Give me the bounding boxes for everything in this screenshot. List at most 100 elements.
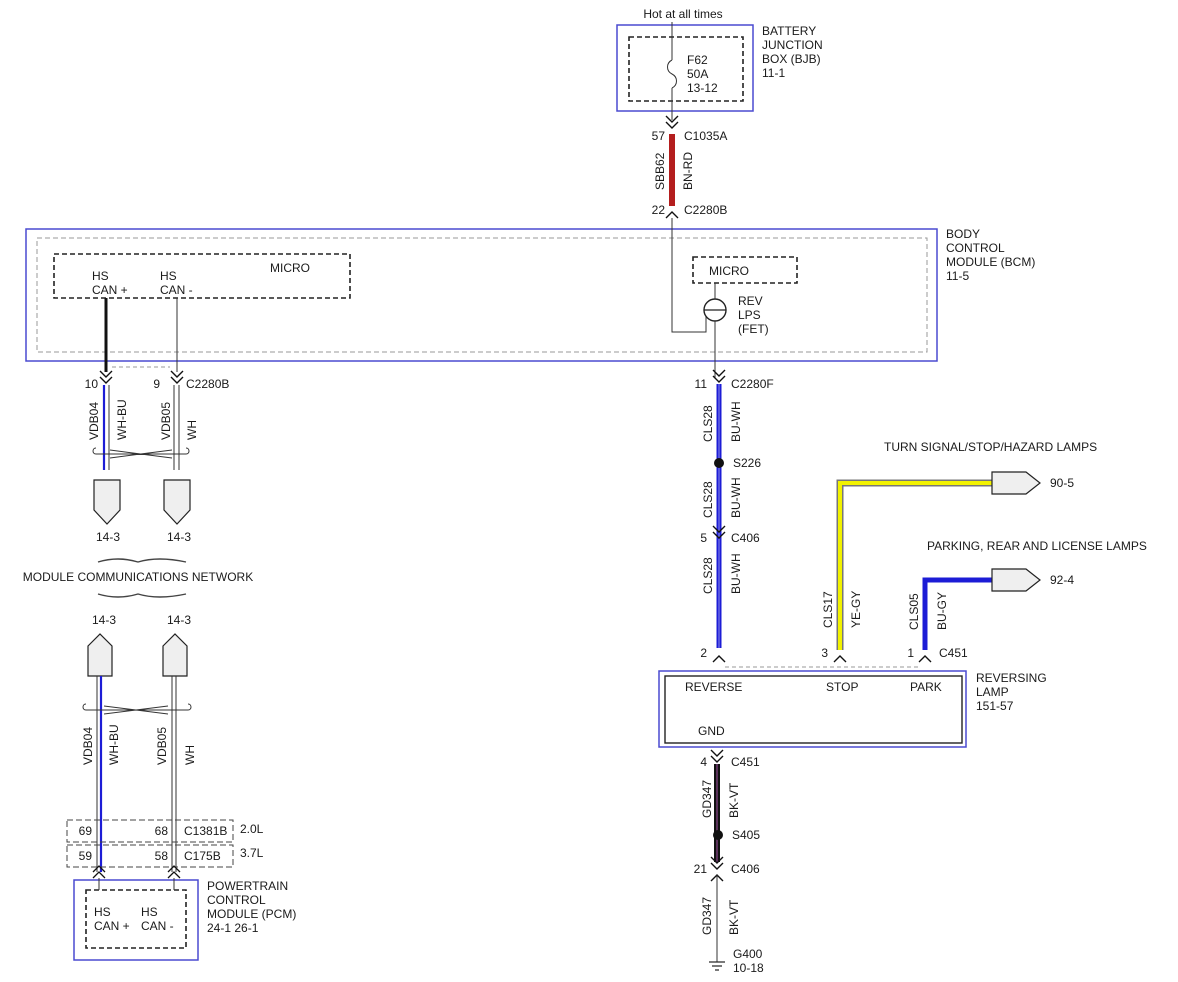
pin-69: 69: [79, 824, 93, 838]
lamp-park-label: PARK: [910, 680, 942, 694]
park-color: BU-GY: [935, 592, 949, 630]
conn-c1035a: C1035A: [684, 129, 727, 143]
page-ref-arrow-right-icon: [163, 479, 191, 525]
fuse-icon: [667, 59, 677, 89]
battery-junction-box: Hot at all times F62 50A 13-12 BATTERY J…: [616, 7, 823, 120]
rev-circuit-1: CLS28: [701, 405, 715, 442]
rev-circuit-3: CLS28: [701, 557, 715, 594]
bcm-name-1: BODY: [946, 227, 980, 241]
reversing-lamp: REVERSE STOP PARK GND REVERSING LAMP 151…: [658, 666, 1047, 748]
connector-pin-9-icon: [170, 370, 184, 384]
can-bottom-plus-color: WH-BU: [107, 724, 121, 765]
lamp-pin-2-icon: [712, 655, 726, 663]
can-top-minus-circuit: VDB05: [159, 402, 173, 440]
connector-c1381b-box: [66, 819, 234, 843]
pin-59: 59: [79, 849, 93, 863]
turn-circuit: CLS17: [821, 591, 835, 628]
parking-label: PARKING, REAR AND LICENSE LAMPS: [927, 539, 1147, 553]
rev-color-3: BU-WH: [729, 553, 743, 594]
pin-58: 58: [155, 849, 169, 863]
lamp-pin-1-icon: [918, 655, 932, 663]
can-top-ref-left: 14-3: [96, 530, 120, 544]
turn-signal-label: TURN SIGNAL/STOP/HAZARD LAMPS: [884, 440, 1097, 454]
lamp-name-1: REVERSING: [976, 671, 1047, 685]
can-top-ref-right: 14-3: [167, 530, 191, 544]
parking-ref: 92-4: [1050, 573, 1074, 587]
page-ref-arrow-left-icon: [93, 479, 121, 525]
lamp-reverse-label: REVERSE: [685, 680, 742, 694]
bcm-name-2: CONTROL: [946, 241, 1005, 255]
turn-signal-ref: 90-5: [1050, 476, 1074, 490]
connector-pin-10-icon: [99, 370, 113, 384]
brace-bottom-icon: [97, 593, 187, 598]
parking-wire: PARKING, REAR AND LICENSE LAMPS 92-4 CLS…: [907, 539, 1147, 663]
splice-s226-icon: [714, 458, 724, 468]
bcm-hs-plus-2: CAN +: [92, 283, 128, 297]
page-ref-up-left-icon: [87, 633, 113, 677]
circuit-sbb62: SBB62: [653, 152, 667, 190]
pcm-pin-plus-icon: [92, 865, 106, 879]
can-top-plus-circuit: VDB04: [87, 402, 101, 440]
connector-c451-gnd-icon: [710, 749, 724, 763]
conn-c1381b: C1381B: [184, 824, 227, 838]
fuse-rating: 50A: [687, 67, 708, 81]
gnd-circuit-1: GD347: [700, 780, 714, 818]
page-ref-90-5-icon: [991, 471, 1041, 495]
reverse-wire: 11 C2280F CLS28 BU-WH S226 CLS28 BU-WH 5…: [695, 369, 774, 663]
pcm-hs-minus-1: HS: [141, 905, 158, 919]
turn-color: YE-GY: [849, 591, 863, 628]
bcm-hs-minus-1: HS: [160, 269, 177, 283]
lamp-name-3: 151-57: [976, 699, 1014, 713]
gnd-circuit-2: GD347: [700, 897, 714, 935]
ground-id: G400: [733, 947, 763, 961]
pin-5: 5: [700, 531, 707, 545]
pin-1: 1: [907, 646, 914, 660]
engine-2-0l: 2.0L: [240, 822, 264, 836]
bcm-micro-left: MICRO: [270, 261, 310, 275]
can-bottom-ref-right: 14-3: [167, 613, 191, 627]
bcm-name-4: 11-5: [946, 269, 969, 283]
pin-10: 10: [85, 377, 99, 391]
pin-2: 2: [700, 646, 707, 660]
bcm-name-3: MODULE (BCM): [946, 255, 1035, 269]
pin-21: 21: [694, 862, 708, 876]
turn-signal-wire: TURN SIGNAL/STOP/HAZARD LAMPS 90-5 CLS17…: [821, 440, 1097, 663]
pin-3: 3: [821, 646, 828, 660]
pin-57: 57: [652, 129, 666, 143]
splice-s405: S405: [732, 828, 760, 842]
bcm-hs-minus-2: CAN -: [160, 283, 193, 297]
rev-circuit-2: CLS28: [701, 481, 715, 518]
can-top-plus-color: WH-BU: [115, 399, 129, 440]
color-bn-rd: BN-RD: [681, 152, 695, 190]
pin-68: 68: [155, 824, 169, 838]
fet-label-2: LPS: [738, 308, 761, 322]
lamp-pin-3-icon: [833, 655, 847, 663]
lamp-name-2: LAMP: [976, 685, 1009, 699]
fuse-id: F62: [687, 53, 708, 67]
pin-22: 22: [652, 203, 666, 217]
pin-11: 11: [695, 377, 708, 391]
body-control-module: BODY CONTROL MODULE (BCM) 11-5 MICRO HS …: [25, 218, 1035, 378]
pcm-name-3: MODULE (PCM): [207, 907, 296, 921]
conn-c406-gnd: C406: [731, 862, 760, 876]
fet-label-3: (FET): [738, 322, 769, 336]
ground-symbol-icon: [709, 961, 725, 971]
fet-label-1: REV: [738, 294, 763, 308]
rev-color-2: BU-WH: [729, 477, 743, 518]
can-bottom-wires: 14-3 14-3 VDB04 WH-BU VDB05 WH 69 68 C13…: [66, 613, 264, 879]
conn-c2280f: C2280F: [731, 377, 774, 391]
network-label: MODULE COMMUNICATIONS NETWORK: [23, 570, 253, 584]
bcm-micro-right: MICRO: [709, 264, 749, 278]
twisted-pair-top-icon: [92, 447, 190, 459]
pcm-name-2: CONTROL: [207, 893, 266, 907]
pcm-hs-plus-2: CAN +: [94, 919, 130, 933]
can-top-minus-color: WH: [185, 420, 199, 440]
fuse-ref: 13-12: [687, 81, 718, 95]
lamp-gnd-label: GND: [698, 724, 725, 738]
pcm-pin-minus-icon: [167, 865, 181, 879]
pin-9: 9: [153, 377, 160, 391]
conn-c451-park: C451: [939, 646, 968, 660]
pcm-hs-minus-2: CAN -: [141, 919, 174, 933]
bjb-name-3: BOX (BJB): [762, 52, 821, 66]
